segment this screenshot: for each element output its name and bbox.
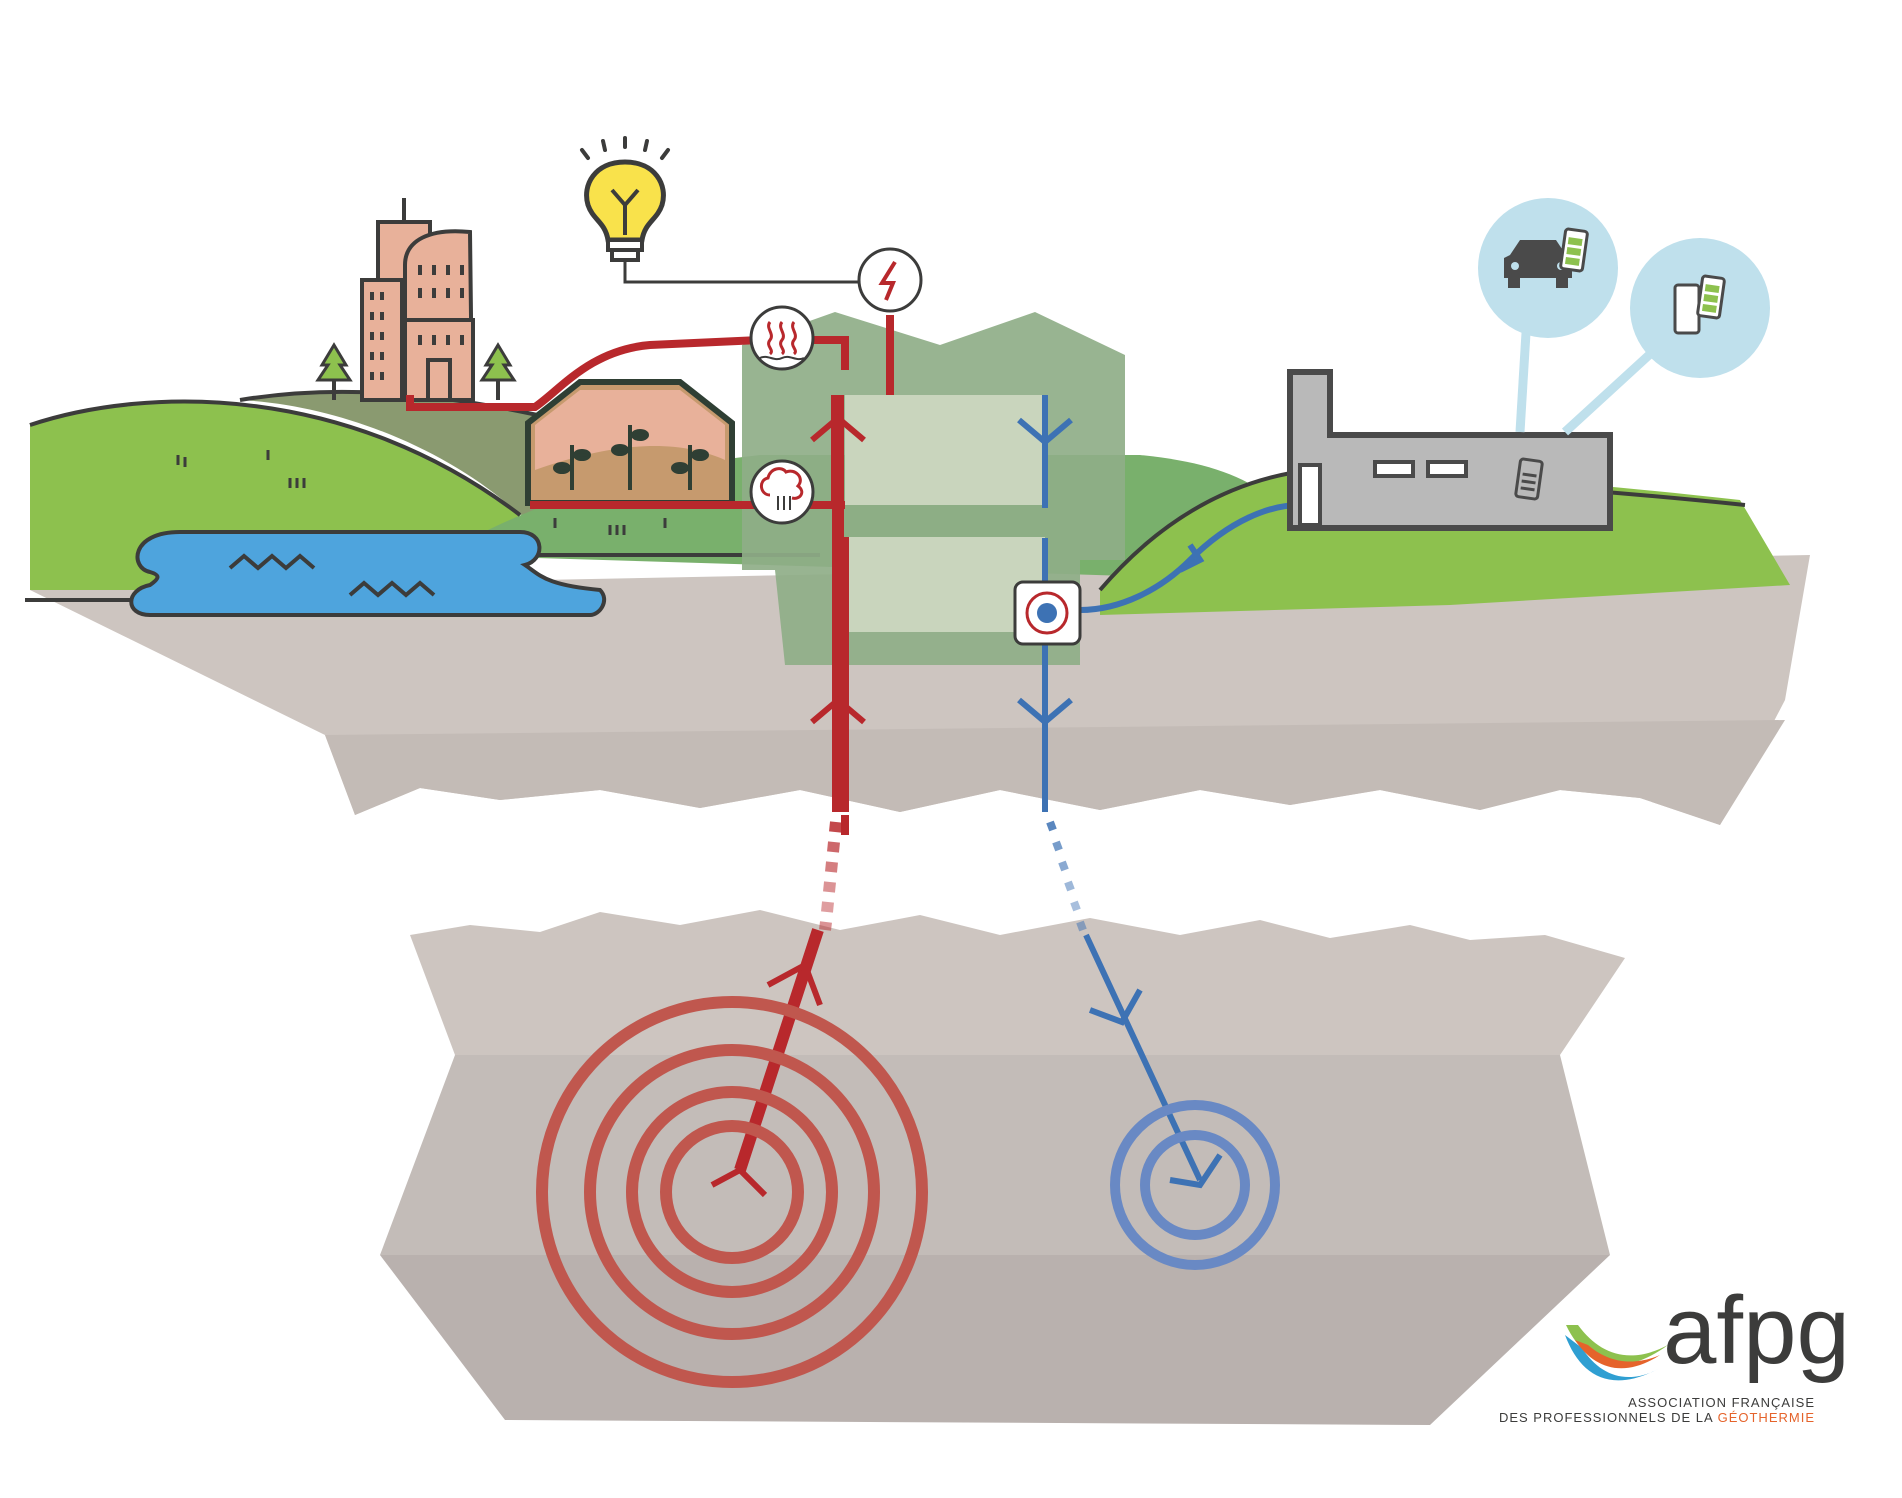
lower-earth-block <box>380 910 1625 1425</box>
hot-pipe-dashed <box>819 821 842 931</box>
lake <box>129 530 607 617</box>
logo-subtitle-line2: DES PROFESSIONNELS DE LA GÉOTHERMIE <box>1499 1410 1815 1425</box>
electric-wire <box>623 262 865 284</box>
cold-arrow-1 <box>1017 417 1073 446</box>
cold-arrow-3 <box>1088 988 1143 1026</box>
cold-arrow-5 <box>1178 543 1205 573</box>
greenhouse <box>525 379 735 506</box>
hot-arrow-2 <box>810 696 866 725</box>
upper-earth-block <box>30 555 1810 825</box>
cold-reservoir-rings <box>1110 1100 1280 1270</box>
car-icon <box>1504 227 1589 288</box>
lightbulb-icon <box>580 136 670 262</box>
heating-icon <box>749 305 815 371</box>
steam-icon <box>749 459 815 525</box>
hot-flow-arrows <box>710 414 866 1198</box>
afpg-logo: afpg ASSOCIATION FRANÇAISE DES PROFESSIO… <box>1499 1277 1850 1425</box>
cold-flow-arrows <box>1017 417 1223 1189</box>
hot-arrow-4 <box>710 1166 768 1198</box>
logo-swoosh <box>1565 1335 1660 1381</box>
hot-arrow-3 <box>766 960 823 1007</box>
cold-pipe-dashed <box>1046 820 1087 932</box>
hot-pipe-main-riser <box>832 394 1050 812</box>
logo-wordmark: afpg <box>1663 1277 1850 1384</box>
hot-reservoir-rings <box>536 996 928 1388</box>
heat-exchanger-icon <box>1013 580 1082 646</box>
city-buildings <box>315 198 517 402</box>
battery-icon <box>1514 457 1544 501</box>
logo-subtitle-line1: ASSOCIATION FRANÇAISE <box>1628 1395 1815 1410</box>
cold-arrow-2 <box>1017 697 1073 726</box>
hot-arrow-1 <box>810 414 866 443</box>
factory <box>1287 369 1613 531</box>
phone-icon <box>1673 274 1726 335</box>
electricity-icon <box>857 247 923 313</box>
cold-arrow-4 <box>1169 1153 1223 1189</box>
